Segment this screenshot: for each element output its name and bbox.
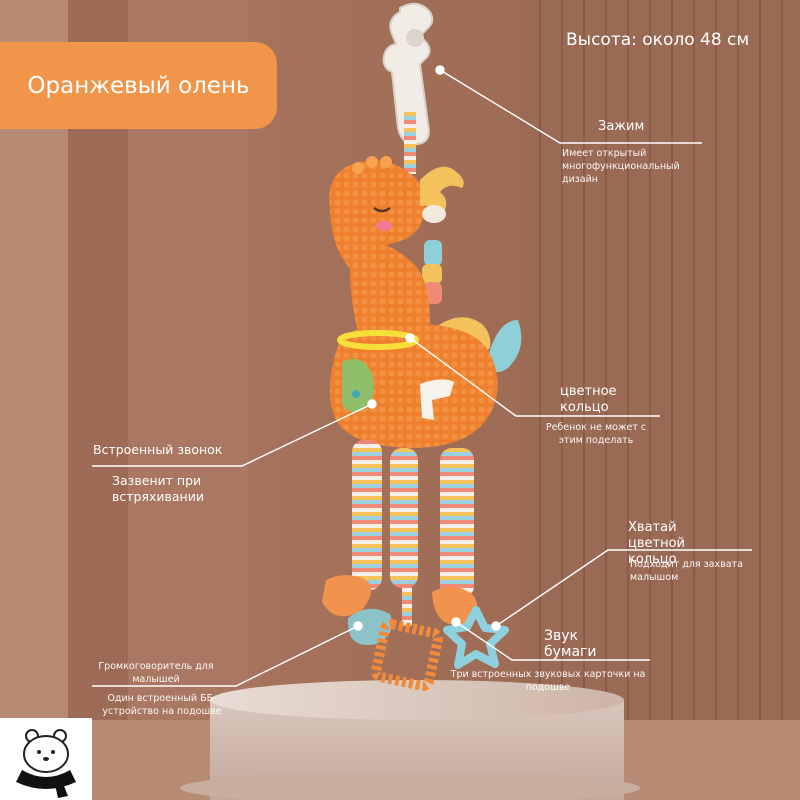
- callout-bell: Встроенный звонок: [93, 442, 222, 458]
- callout-speaker-title: Громкоговоритель для малышей: [98, 661, 214, 685]
- callout-clip-desc: Имеет открытый многофункциональный дизай…: [562, 147, 682, 186]
- callout-paper-title: Звук бумаги: [544, 628, 597, 660]
- callout-paper-desc: Три встроенных звуковых карточки на подо…: [440, 668, 656, 694]
- callout-speaker-sub: Один встроенный ББ-устройство на подошве: [102, 693, 222, 717]
- callout-clip-sub: Имеет открытый многофункциональный дизай…: [562, 148, 680, 185]
- callout-bell-title: Встроенный звонок: [93, 442, 223, 457]
- callout-grab-desc: Подходит для захвата малышом: [630, 558, 748, 584]
- callout-paper-sub: Три встроенных звуковых карточки на подо…: [450, 669, 646, 693]
- clip-icon: [382, 2, 434, 146]
- height-label: Высота: около 48 см: [566, 30, 750, 50]
- brand-logo: [0, 718, 92, 800]
- callout-grab-sub: Подходит для захвата малышом: [630, 559, 743, 583]
- callout-bell-desc: Зазвенит при встряхивании: [112, 473, 232, 505]
- callout-bell-sub: Зазвенит при встряхивании: [112, 473, 204, 504]
- callout-grab: Хватай цветной кольцо: [628, 520, 734, 568]
- callout-speaker: Громкоговоритель для малышей: [94, 660, 218, 686]
- callout-ring-title: цветное кольцо: [560, 384, 617, 415]
- callout-paper: Звук бумаги: [544, 628, 604, 660]
- callout-clip-title: Зажим: [598, 119, 645, 134]
- callout-speaker-desc: Один встроенный ББ-устройство на подошве: [100, 692, 224, 718]
- square-teether: [371, 619, 443, 691]
- bear-logo-icon: [16, 729, 76, 798]
- product-title: Оранжевый олень: [27, 72, 250, 99]
- callout-ring-desc: Ребенок не может с этим поделать: [540, 421, 652, 447]
- callout-ring-sub: Ребенок не может с этим поделать: [545, 422, 647, 446]
- callout-grab-title: Хватай цветной кольцо: [628, 520, 685, 567]
- callout-ring: цветное кольцо: [560, 384, 620, 416]
- callout-clip: Зажим: [598, 119, 644, 135]
- product-title-badge: Оранжевый олень: [0, 42, 277, 129]
